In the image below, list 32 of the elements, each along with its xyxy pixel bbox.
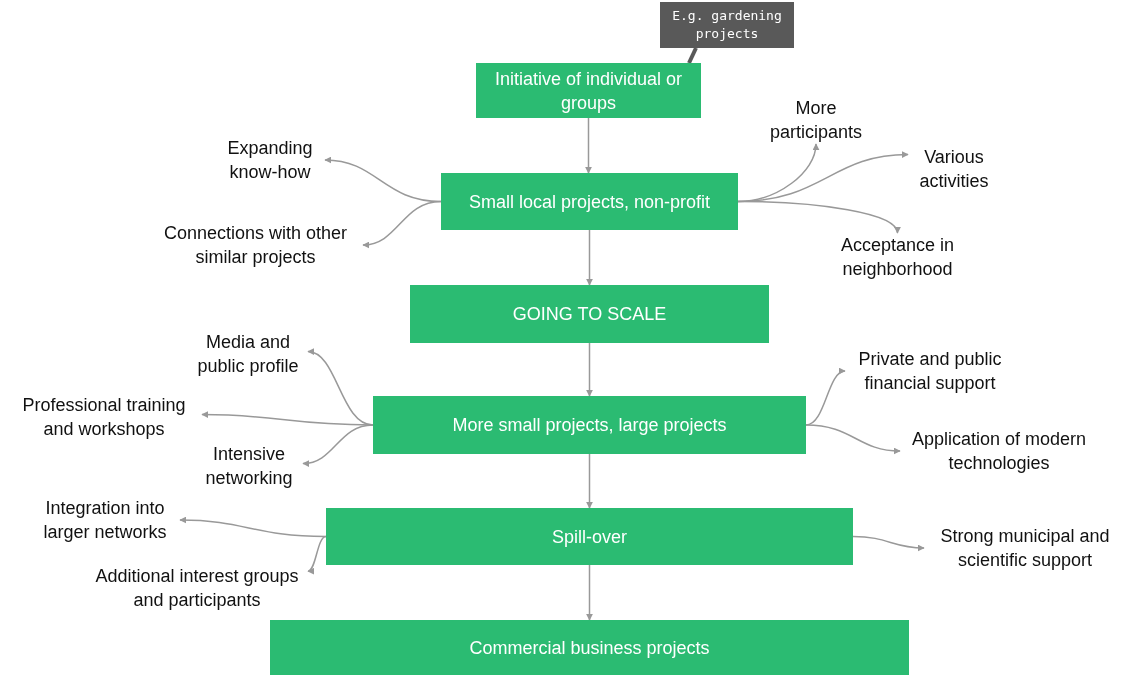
arrow <box>362 200 442 248</box>
outcome-text: Application of modern technologies <box>900 427 1098 475</box>
arrow <box>307 535 327 573</box>
process-box: GOING TO SCALE <box>410 285 769 343</box>
process-box: Small local projects, non-profit <box>441 173 738 230</box>
outcome-text: Strong municipal and scientific support <box>924 524 1126 572</box>
arrow <box>586 229 593 286</box>
process-box: Initiative of individual or groups <box>476 63 701 118</box>
outcome-text: Connections with other similar projects <box>148 221 363 269</box>
arrow <box>805 424 901 455</box>
outcome-text: More participants <box>766 96 866 144</box>
outcome-text: Various activities <box>908 145 1000 193</box>
arrow <box>737 200 899 234</box>
outcome-text: Professional training and workshops <box>6 393 202 441</box>
arrow <box>586 342 593 397</box>
outcome-text: Private and public financial support <box>845 347 1015 395</box>
outcome-text: Additional interest groups and participants <box>86 564 308 612</box>
outcome-text: Acceptance in neighborhood <box>830 233 965 281</box>
outcome-text: Expanding know-how <box>215 135 325 185</box>
process-box: More small projects, large projects <box>373 396 806 454</box>
process-box: Commercial business projects <box>270 620 909 675</box>
outcome-text: Intensive networking <box>195 442 303 490</box>
process-box: Spill-over <box>326 508 853 565</box>
arrow <box>852 535 925 552</box>
callout-bubble: E.g. gardening projects <box>660 2 794 48</box>
arrow <box>586 453 593 509</box>
arrow <box>302 424 374 467</box>
outcome-text: Media and public profile <box>188 330 308 378</box>
arrow <box>586 564 593 621</box>
arrow <box>585 117 592 174</box>
arrow <box>179 516 327 538</box>
outcome-text: Integration into larger networks <box>30 496 180 544</box>
